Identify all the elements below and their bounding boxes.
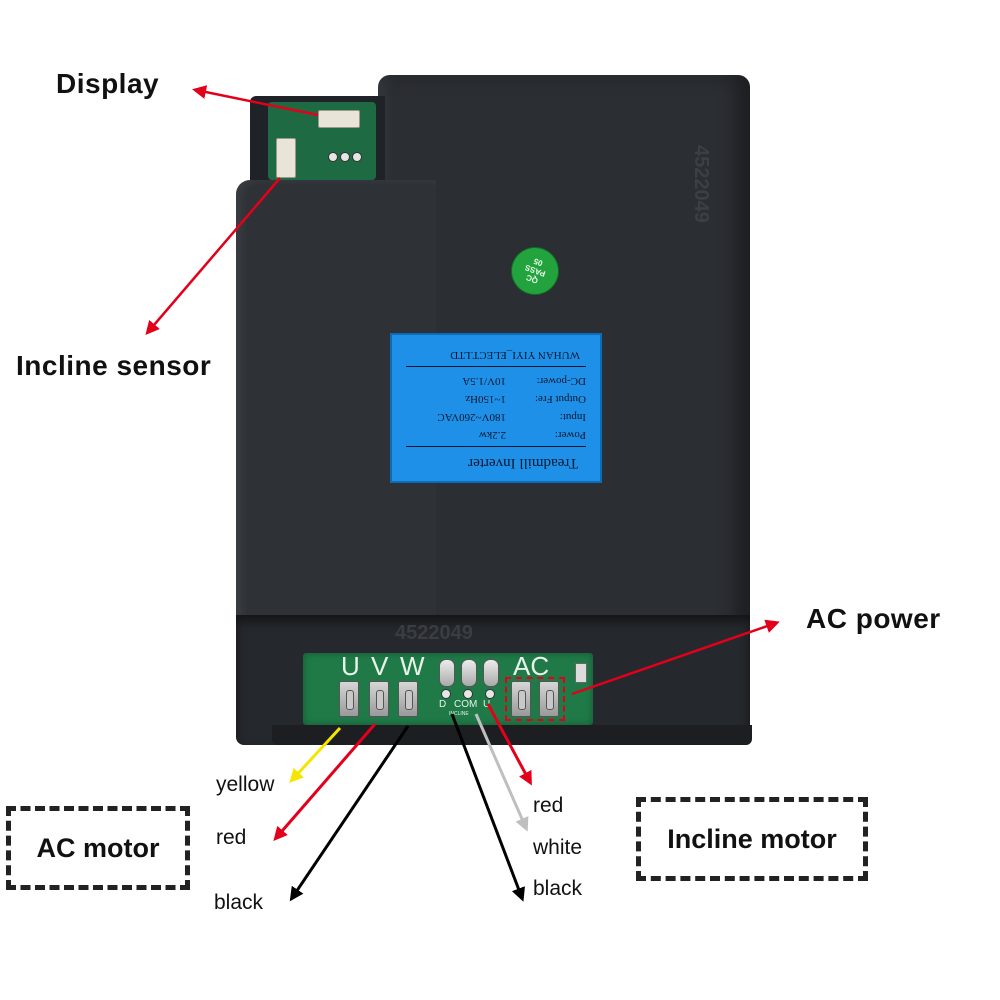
incline-terminal-com[interactable]: [461, 659, 477, 687]
incline-wire-arrow-white: [474, 713, 529, 832]
incline-motor-title: Incline motor: [667, 823, 837, 854]
incline-wire-red: red: [533, 794, 564, 817]
ac-wire-black: black: [214, 891, 264, 914]
wire-arrow-red: [273, 723, 377, 842]
spec-label: Treadmill Inverter Power: 2.2kw Input: 1…: [390, 333, 602, 483]
pcb-pad: [485, 689, 495, 699]
incline-wire-arrow-red: [486, 703, 532, 786]
pcb-pin: [340, 152, 350, 162]
display-pcb: [268, 102, 376, 180]
wire-arrow-black: [289, 725, 410, 902]
incline-tag: INCLINE: [449, 711, 469, 717]
terminal-pcb: U V W D COM U INCLINE AC: [303, 651, 593, 725]
incline-label-com: COM: [454, 699, 478, 710]
terminal-label-u: U: [341, 651, 360, 681]
serial-number-bottom: 4522049: [395, 622, 473, 644]
ac-motor-box: AC motor: [6, 806, 190, 890]
ac-terminal-highlight: [505, 677, 565, 721]
display-arrow: [192, 85, 319, 117]
pcb-pad: [441, 689, 451, 699]
pcb-pin: [328, 152, 338, 162]
incline-label-u: U: [483, 699, 491, 710]
callout-incline-sensor: Incline sensor: [16, 350, 212, 381]
incline-wire-white: white: [533, 836, 583, 859]
qc-pass-sticker: QC PASS 05: [512, 248, 558, 294]
ac-power-arrow: [571, 619, 780, 696]
terminal-u[interactable]: [339, 681, 359, 717]
incline-sensor-arrow: [145, 177, 281, 336]
terminal-label-v: V: [371, 651, 389, 681]
display-connector[interactable]: [318, 110, 360, 128]
pcb-pin: [352, 152, 362, 162]
housing-bottom-lip: [272, 725, 752, 745]
terminal-v[interactable]: [369, 681, 389, 717]
terminal-label-w: W: [400, 651, 425, 681]
incline-terminal-u[interactable]: [483, 659, 499, 687]
wire-arrow-yellow: [289, 726, 342, 783]
callout-display: Display: [56, 68, 160, 99]
callout-ac-power: AC power: [806, 603, 941, 634]
ac-wire-red: red: [216, 826, 247, 849]
terminal-w[interactable]: [398, 681, 418, 717]
ac-motor-title: AC motor: [36, 832, 160, 863]
pcb-pad: [463, 689, 473, 699]
ac-wire-yellow: yellow: [216, 773, 275, 796]
ac-terminal-l[interactable]: [511, 681, 531, 717]
ac-terminal-n[interactable]: [539, 681, 559, 717]
incline-wire-black: black: [533, 877, 583, 900]
pcb-switch: [575, 663, 587, 683]
incline-wire-arrow-black: [450, 713, 525, 902]
incline-label-d: D: [439, 699, 447, 710]
incline-terminal-d[interactable]: [439, 659, 455, 687]
incline-motor-box: Incline motor: [636, 797, 868, 881]
ac-label: AC: [513, 651, 550, 681]
incline-sensor-connector[interactable]: [276, 138, 296, 178]
